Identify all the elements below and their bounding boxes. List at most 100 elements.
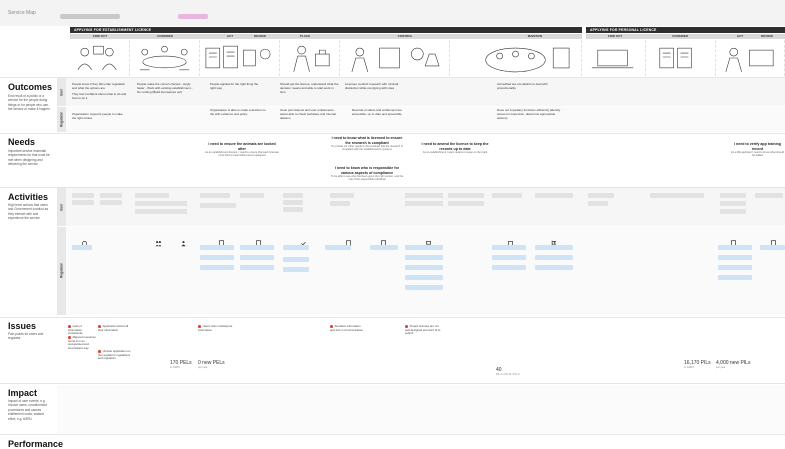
activity-card: [283, 200, 303, 205]
divider: [0, 317, 785, 318]
performance-title: Performance: [8, 439, 64, 449]
stage-find-out: FIND OUT: [92, 34, 108, 38]
outcome-note: Issue permissions and user entitlements …: [280, 108, 336, 120]
activity-card: [330, 193, 354, 198]
impact-desc: Impact of user events, e.g. Involve user…: [8, 399, 47, 421]
activity-card: [135, 201, 187, 206]
impact-title: Impact: [8, 388, 38, 398]
user-tag: User: [57, 78, 66, 106]
divider: [0, 434, 785, 435]
stage-row: [70, 34, 582, 39]
regulator-activity-card: [405, 245, 443, 250]
outcome-note: Accredited are complaints to deal with p…: [497, 82, 548, 90]
document-icon: [345, 234, 352, 247]
activity-card: [492, 193, 522, 198]
activity-card: [283, 193, 303, 198]
outcomes-title: Outcomes: [8, 82, 53, 92]
sketch-meeting-icon: [130, 40, 200, 76]
regulator-activity-card: [283, 257, 309, 262]
regulator-activity-card: [72, 245, 92, 250]
regulator-activity-card: [492, 255, 526, 260]
document-icon: [255, 234, 262, 247]
activity-card: [100, 193, 122, 198]
activity-card: [448, 201, 484, 206]
regulator-activity-card: [283, 245, 309, 250]
top-bar: Service Map: [0, 0, 785, 26]
title-blur: [60, 14, 120, 19]
regulator-activity-card: [200, 245, 234, 250]
activities-title: Activities: [8, 192, 49, 202]
need-item: I need to amend the licence to keep the …: [421, 142, 489, 155]
sketch-laboratory-icon: [340, 40, 450, 76]
outcome-note: They feel confident about what to do and…: [72, 92, 127, 100]
divider: [0, 187, 785, 188]
document-icon: [730, 234, 737, 247]
activity-card: [720, 193, 746, 198]
sketch-scientist-icon: [280, 40, 340, 76]
needs-title: Needs: [8, 137, 36, 147]
needs-desc: Important service essential requirements…: [8, 149, 50, 167]
need-item: I need to know what is licensed to ensur…: [331, 136, 403, 152]
outcome-note: Should get the licence, understand what …: [280, 82, 339, 94]
activity-card: [200, 193, 230, 198]
regulator-activity-card: [240, 255, 274, 260]
need-item: I need to know who is responsible for va…: [330, 166, 404, 182]
activities-desc: High level actions that users and Govern…: [8, 203, 49, 221]
regulator-activity-card: [405, 285, 443, 290]
regulator-activity-card: [405, 275, 443, 280]
activity-card: [135, 193, 169, 198]
flag-icon: [550, 234, 557, 247]
activity-card: [448, 193, 484, 198]
activity-card: [72, 200, 94, 205]
activity-card: [405, 193, 443, 198]
issue-item: Mapped resources found is in an unorgani…: [68, 335, 96, 350]
svg-text:•: •: [506, 68, 507, 72]
outcome-note: People know if they fall under regulatio…: [72, 82, 126, 90]
group-icon: [180, 234, 187, 247]
regulator-activity-card: [535, 245, 573, 250]
stage-control: CONTROL: [397, 34, 413, 38]
regulator-activity-card: [405, 255, 443, 260]
regulator-activity-card: [200, 255, 234, 260]
outcome-note: Does not impediary functions efficiently…: [497, 108, 561, 120]
sketch-documents-icon: [646, 40, 716, 76]
outcome-note: Organisation supports people to make the…: [72, 112, 123, 120]
outcome-note: People make the correct choices - Apply …: [137, 82, 193, 94]
issues-desc: Pain points for users and regulator: [8, 332, 44, 341]
user-tag: User: [57, 188, 66, 226]
regulator-tag: Regulator: [57, 227, 66, 315]
activity-card: [720, 209, 746, 214]
issue-item: Sensitive information gets lost in commu…: [330, 324, 363, 332]
gear-icon: [81, 234, 88, 246]
regulator-activity-card: [492, 245, 526, 250]
document-icon: [380, 234, 387, 247]
divider: [0, 77, 785, 78]
issues-title: Issues: [8, 321, 37, 331]
activity-card: [100, 200, 122, 205]
regulator-tag: Regulator: [57, 107, 66, 132]
activity-card: [535, 193, 573, 198]
activity-card: [330, 201, 350, 206]
regulator-activity-card: [200, 265, 234, 270]
check-icon: [300, 234, 307, 246]
activity-card: [240, 193, 264, 198]
stage-consider: CONSIDER: [157, 34, 173, 38]
activity-card: [720, 201, 746, 206]
stage-row: [586, 34, 785, 39]
outcome-note: Records of status and entitlement are ac…: [352, 108, 402, 116]
page-title: Service Map: [8, 10, 36, 16]
activities-regulator-band: [57, 227, 785, 315]
outcomes-desc: End result of a public or a service for …: [8, 94, 50, 112]
regulator-activity-card: [492, 265, 526, 270]
activity-card: [283, 207, 303, 212]
regulator-activity-card: [405, 265, 443, 270]
stage-consider-2: CONSIDER: [672, 34, 688, 38]
activity-card: [135, 209, 187, 214]
activity-card: [588, 201, 608, 206]
clipboard-icon: [507, 234, 514, 247]
divider: [0, 133, 785, 134]
stage-review: REVIEW: [254, 34, 266, 38]
